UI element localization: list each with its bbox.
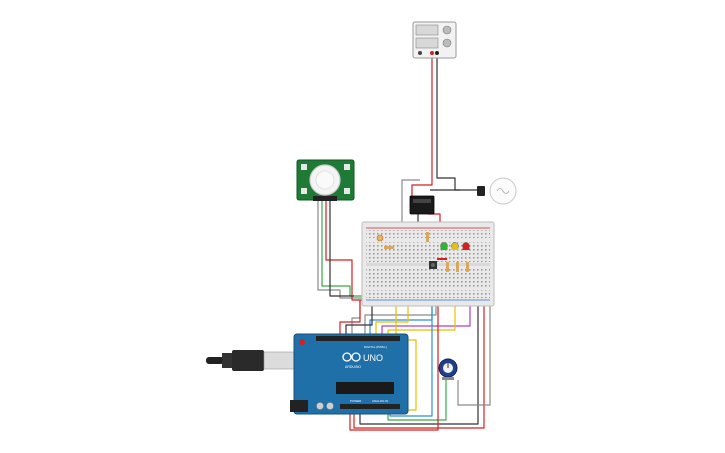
pir-pad-3 bbox=[301, 188, 307, 194]
wire-bb-yellow-2[interactable] bbox=[387, 290, 456, 336]
wire-bottom-black[interactable] bbox=[359, 300, 479, 425]
pir-header bbox=[313, 196, 337, 201]
bulb-socket bbox=[477, 186, 485, 196]
potentiometer[interactable] bbox=[438, 358, 458, 380]
wire-pir-gray[interactable] bbox=[317, 200, 378, 299]
psu-terminal-2[interactable] bbox=[430, 51, 434, 55]
pir-pad-1 bbox=[301, 164, 307, 170]
light-bulb[interactable] bbox=[477, 177, 517, 205]
wire-pir-black[interactable] bbox=[329, 200, 354, 297]
breadboard-strip-lower bbox=[366, 268, 490, 288]
relay-label-strip bbox=[413, 199, 431, 203]
breadboard-components bbox=[376, 232, 469, 272]
wire-bb-red-1[interactable] bbox=[339, 300, 361, 334]
wire-bottom-red-2[interactable] bbox=[349, 300, 439, 431]
photoresistor[interactable] bbox=[376, 234, 384, 242]
usb-cable-end bbox=[206, 357, 224, 364]
psu-display-bottom bbox=[415, 37, 439, 49]
wire-bb-gray-1[interactable] bbox=[351, 300, 361, 336]
psu-terminal-3[interactable] bbox=[435, 51, 439, 55]
arduino-digital-header[interactable] bbox=[316, 336, 400, 341]
resistor-2[interactable] bbox=[426, 232, 429, 242]
arduino-analog-header[interactable] bbox=[340, 404, 400, 409]
led-group bbox=[440, 242, 470, 251]
arduino-uno[interactable]: UNO ARDUINO DIGITAL (PWM~) POWER ANALOG … bbox=[290, 333, 409, 415]
breadboard-rail-bottom bbox=[366, 290, 490, 298]
pir-pad-2 bbox=[344, 164, 350, 170]
arduino-chip bbox=[336, 382, 394, 394]
arduino-digital-label: DIGITAL (PWM~) bbox=[364, 345, 387, 349]
wire-pir-green[interactable] bbox=[321, 200, 376, 297]
arduino-analog-label: ANALOG IN bbox=[372, 399, 388, 403]
arduino-brand-label: ARDUINO bbox=[345, 365, 361, 369]
arduino-logo bbox=[342, 352, 361, 362]
breadboard-strip-upper bbox=[366, 242, 490, 262]
psu-knob-voltage[interactable] bbox=[442, 25, 452, 35]
psu-knob-current[interactable] bbox=[442, 38, 452, 48]
led-red[interactable] bbox=[462, 242, 470, 251]
arduino-model-label: UNO bbox=[363, 353, 383, 363]
wire-psu-red[interactable] bbox=[411, 55, 433, 196]
psu-display-top bbox=[415, 24, 439, 36]
usb-cable[interactable] bbox=[206, 350, 295, 371]
usb-connector bbox=[263, 351, 295, 370]
wire-pot-gray[interactable] bbox=[457, 300, 491, 406]
resistor-4[interactable] bbox=[456, 262, 459, 272]
wire-bb-black-1[interactable] bbox=[345, 300, 373, 334]
arduino-power-jack[interactable] bbox=[290, 400, 308, 412]
arduino-power-label: POWER bbox=[350, 399, 362, 403]
led-green[interactable] bbox=[440, 242, 448, 251]
psu-terminal-1[interactable] bbox=[418, 51, 422, 55]
bulb-filament bbox=[496, 188, 510, 194]
wire-pir-red[interactable] bbox=[325, 200, 380, 301]
arduino-reset-button[interactable] bbox=[299, 339, 305, 345]
relay[interactable] bbox=[409, 195, 435, 215]
wire-bottom-red-1[interactable] bbox=[353, 300, 485, 429]
resistor-5[interactable] bbox=[466, 262, 469, 272]
power-supply[interactable] bbox=[412, 21, 457, 59]
wire-bb-purple[interactable] bbox=[381, 290, 471, 336]
pir-pad-4 bbox=[344, 188, 350, 194]
led-yellow[interactable] bbox=[451, 242, 459, 251]
resistor-1[interactable] bbox=[384, 246, 394, 249]
resistor-3[interactable] bbox=[446, 262, 449, 272]
pir-sensor[interactable] bbox=[296, 159, 355, 201]
wire-psu-black[interactable] bbox=[436, 55, 478, 191]
usb-plug bbox=[232, 350, 264, 371]
